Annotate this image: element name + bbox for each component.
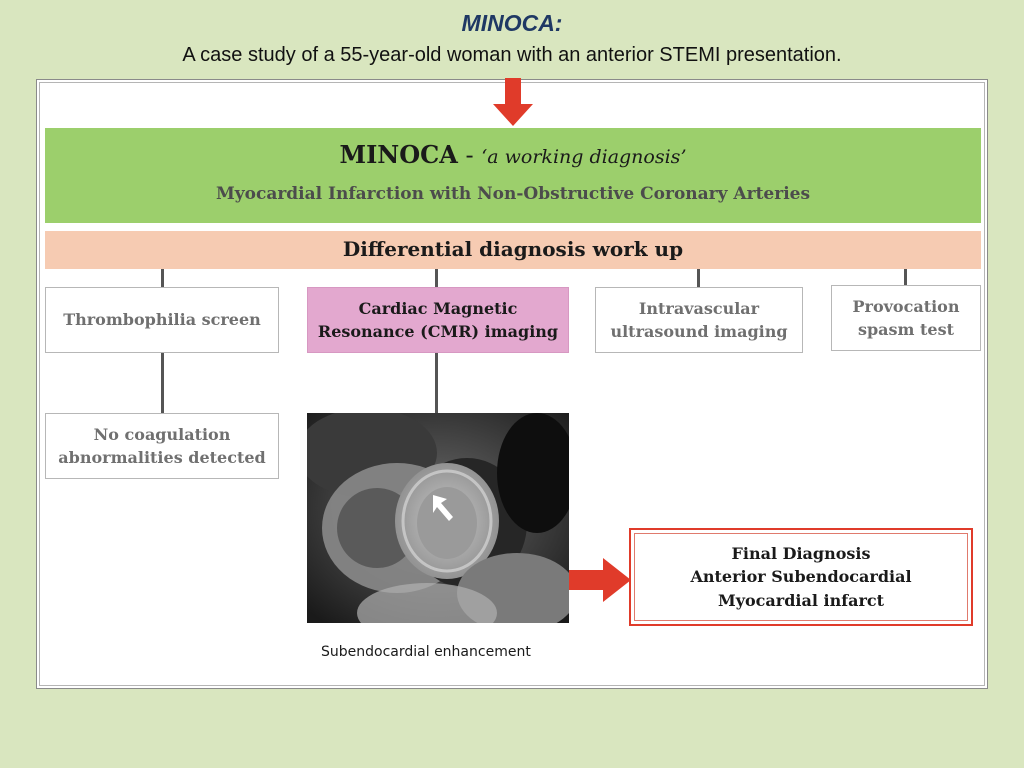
result-label: No coagulation: [93, 424, 231, 444]
cmr-caption: Subendocardial enhancement: [321, 644, 531, 660]
minoca-title-separator: -: [457, 141, 482, 169]
right-arrow-icon: [569, 558, 631, 602]
minoca-header-band: MINOCA - ‘a working diagnosis’ Myocardia…: [45, 128, 981, 223]
top-down-arrow-icon: [493, 78, 533, 126]
test-label: ultrasound imaging: [610, 322, 788, 341]
minoca-definition: Myocardial Infarction with Non-Obstructi…: [215, 184, 811, 204]
slide-title: MINOCA:: [461, 10, 563, 36]
test-label: Thrombophilia screen: [63, 310, 261, 330]
test-box-ivus: Intravascular ultrasound imaging: [595, 287, 803, 353]
test-label: Provocation: [852, 296, 960, 316]
connector-cmr-image: [435, 353, 438, 413]
workup-band: Differential diagnosis work up: [45, 231, 981, 269]
connector-cmr: [435, 269, 438, 287]
test-label: Resonance (CMR) imaging: [317, 322, 559, 341]
slide-subtitle: A case study of a 55-year-old woman with…: [182, 44, 842, 66]
test-box-thrombophilia: Thrombophilia screen: [45, 287, 279, 353]
minoca-acronym: MINOCA: [339, 140, 458, 169]
test-box-provocation: Provocation spasm test: [831, 285, 981, 351]
enhancement-pointer-icon: [433, 495, 453, 521]
final-diagnosis-line: Anterior Subendocardial: [690, 567, 912, 587]
final-diagnosis-line: Myocardial infarct: [717, 590, 885, 610]
test-label: spasm test: [857, 320, 955, 339]
connector-thrombophilia: [161, 269, 164, 287]
diagram-frame: MINOCA - ‘a working diagnosis’ Myocardia…: [36, 78, 988, 689]
connector-provocation: [904, 269, 907, 285]
thrombophilia-result-box: No coagulation abnormalities detected: [45, 413, 279, 479]
connector-thrombophilia-result: [161, 353, 164, 413]
test-label: Intravascular: [638, 298, 760, 318]
connector-ivus: [697, 269, 700, 287]
test-label: Cardiac Magnetic: [358, 298, 518, 318]
workup-label: Differential diagnosis work up: [342, 237, 684, 261]
working-diagnosis-label: ‘a working diagnosis’: [481, 146, 687, 168]
result-label: abnormalities detected: [58, 448, 266, 467]
cmr-image: [307, 413, 569, 623]
minoca-header-title: MINOCA - ‘a working diagnosis’: [45, 140, 981, 169]
final-diagnosis-heading: Final Diagnosis: [731, 544, 871, 564]
